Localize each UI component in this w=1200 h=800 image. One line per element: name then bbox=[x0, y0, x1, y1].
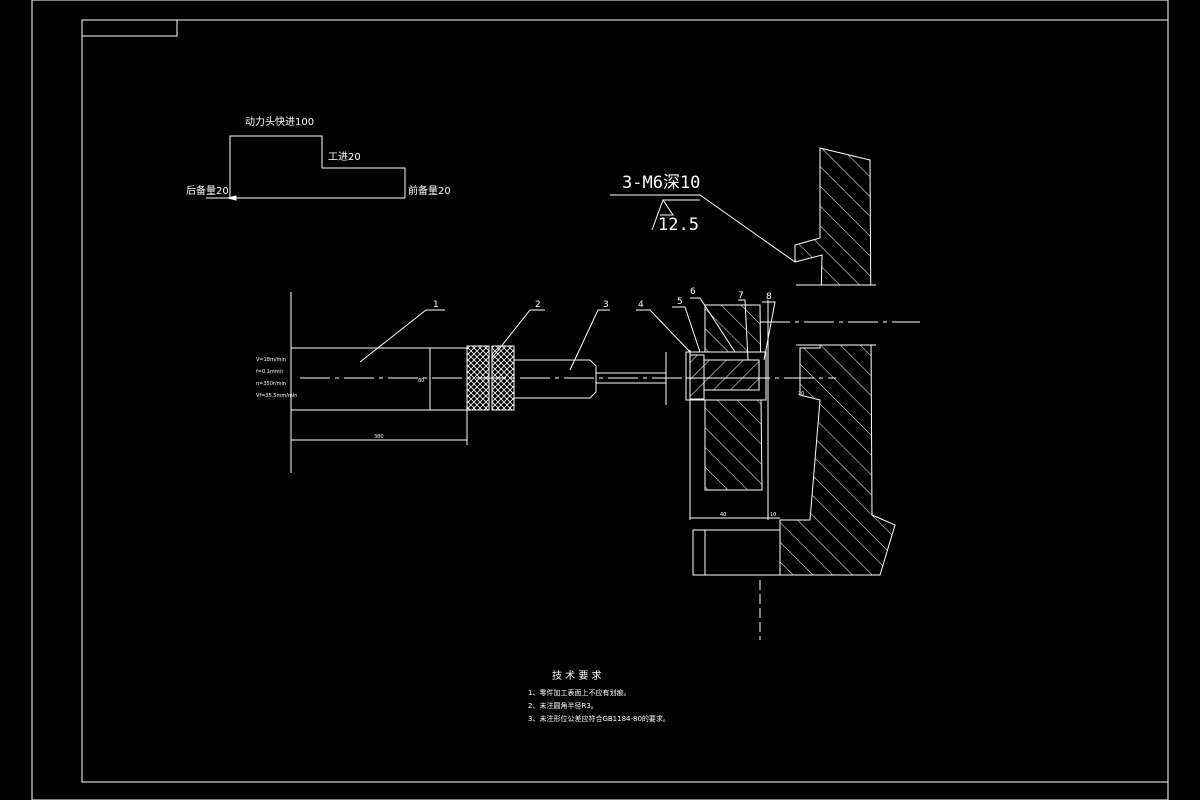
rapid-label: 动力头快进100 bbox=[245, 115, 314, 128]
roughness-value: 12.5 bbox=[658, 215, 699, 235]
part-number-7: 7 bbox=[738, 291, 744, 301]
dim-plate: 40 bbox=[720, 512, 726, 518]
part-number-3: 3 bbox=[603, 300, 609, 310]
inner-frame bbox=[81, 19, 1169, 783]
part-number-1: 1 bbox=[433, 300, 439, 310]
tech-req-item-2: 2、未注圆角半径R3。 bbox=[528, 701, 598, 710]
tech-req-title: 技 术 要 求 bbox=[552, 669, 602, 682]
param-rpm: n=350r/min bbox=[256, 381, 286, 387]
dim-small: 10 bbox=[770, 512, 776, 518]
title-tab bbox=[81, 19, 178, 37]
part-number-4: 4 bbox=[638, 300, 644, 310]
tech-req-item-3: 3、未注形位公差应符合GB1184-80的要求。 bbox=[528, 714, 670, 723]
work-label: 工进20 bbox=[328, 151, 361, 163]
back-label: 后备量20 bbox=[186, 184, 229, 197]
dim-right: 20 bbox=[798, 391, 804, 397]
part-number-labels: 1 2 3 4 5 6 7 8 bbox=[433, 287, 772, 310]
thread-callout: 3-M6深10 bbox=[622, 173, 700, 193]
part-leaders bbox=[359, 194, 796, 371]
cycle-diagram bbox=[206, 135, 406, 201]
spindle-params: V=18m/min f=0.1mm/r n=350r/min Vf=35.5mm… bbox=[256, 357, 297, 399]
spindle-assembly bbox=[290, 292, 836, 473]
param-speed: V=18m/min bbox=[256, 357, 286, 363]
part-number-6: 6 bbox=[690, 287, 696, 297]
roughness-symbol bbox=[651, 198, 700, 231]
dim-spindle-dia: 80 bbox=[418, 378, 424, 384]
part-number-8: 8 bbox=[766, 292, 772, 302]
dim-spindle-length: 380 bbox=[374, 434, 384, 440]
part-number-2: 2 bbox=[535, 300, 541, 310]
param-feedrate: Vf=35.5mm/min bbox=[256, 393, 297, 399]
param-feed: f=0.1mm/r bbox=[256, 369, 284, 375]
front-label: 前备量20 bbox=[408, 184, 451, 197]
part-number-5: 5 bbox=[677, 297, 683, 307]
tech-req-item-1: 1、零件加工表面上不应有划痕。 bbox=[528, 688, 630, 697]
